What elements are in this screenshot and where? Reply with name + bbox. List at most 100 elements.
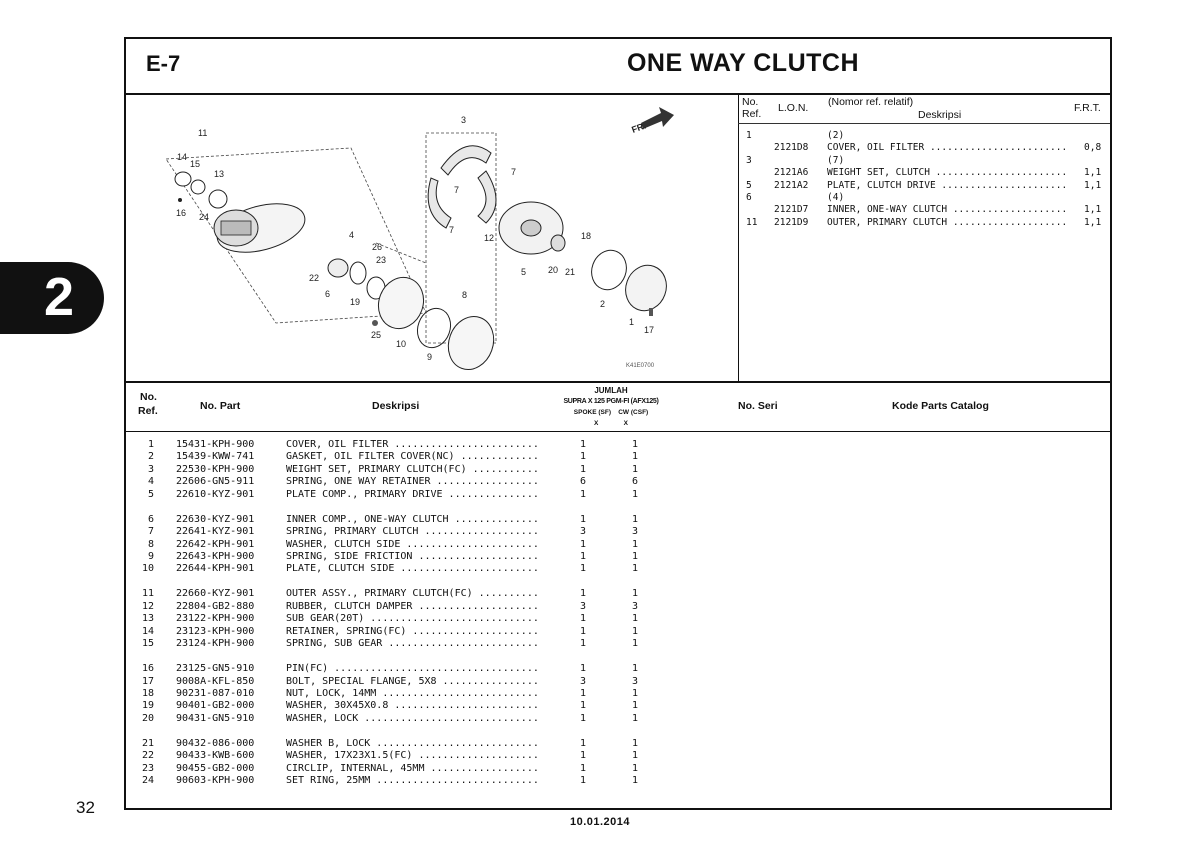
ref-number: 20 [141, 712, 154, 724]
parts-illustration: FR. 11 14 15 13 16 24 3 7 7 7 12 4 26 23… [165, 107, 674, 370]
header-seri: No. Seri [738, 400, 778, 412]
parts-table-body: 1 15431-KPH-900 COVER, OIL FILTER ........… [126, 439, 1110, 788]
callout-number: 16 [176, 208, 186, 218]
ref-number: 6 [147, 513, 154, 525]
qty-cw: 1 [631, 463, 639, 475]
qty-spoke: 1 [579, 775, 587, 787]
section-tab: 2 [0, 262, 104, 334]
callout-number: 12 [484, 233, 494, 243]
part-description: PIN(FC) ................................… [286, 663, 539, 675]
ref-number: 18 [141, 687, 154, 699]
frt-desc: OUTER, PRIMARY CLUTCH ..................… [827, 216, 1068, 228]
callout-number: 19 [350, 297, 360, 307]
section-tab-number: 2 [44, 267, 75, 327]
part-number: 90401-GB2-000 [176, 700, 255, 712]
part-description: PLATE COMP., PRIMARY DRIVE .............… [286, 488, 539, 500]
one-way-inner-icon [327, 258, 349, 278]
qty-spoke: 1 [579, 613, 587, 625]
qty-cw: 3 [631, 675, 639, 687]
ref-number: 13 [141, 613, 154, 625]
qty-cw: 1 [631, 663, 639, 675]
qty-cw: 1 [631, 488, 639, 500]
header-jumlah: JUMLAH [594, 386, 628, 395]
washer-icon [349, 261, 367, 285]
frt-row: 6(4) [738, 192, 1110, 204]
qty-spoke: 3 [579, 600, 587, 612]
part-number: 90433-KWB-600 [176, 750, 255, 762]
qty-cw: 1 [631, 737, 639, 749]
ref-number: 19 [141, 700, 154, 712]
callout-number: 8 [462, 290, 467, 300]
side-friction-spring-icon [416, 307, 452, 349]
frt-table-header: No. Ref. L.O.N. (Nomor ref. relatif) Des… [738, 93, 1110, 124]
header-x-cw: X [623, 420, 628, 427]
part-description: COVER, OIL FILTER ......................… [286, 439, 539, 450]
flange-bolt-icon [649, 308, 653, 316]
part-description: RUBBER, CLUTCH DAMPER ..................… [286, 600, 539, 612]
part-description: SPRING, SUB GEAR .......................… [286, 638, 539, 650]
qty-spoke: 1 [579, 625, 587, 637]
qty-spoke: 1 [579, 762, 587, 774]
callout-number: 13 [214, 169, 224, 179]
part-number: 22610-KYZ-901 [176, 488, 255, 500]
part-number: 15439-KWW-741 [176, 451, 255, 463]
callout-number: 26 [372, 242, 382, 252]
retainer-icon [174, 171, 192, 187]
ref-number: 7 [147, 526, 154, 538]
exploded-diagram: FR. 11 14 15 13 16 24 3 7 7 7 12 4 26 23… [126, 93, 739, 381]
ref-number: 14 [141, 625, 154, 637]
clutch-side-washer-icon [447, 316, 495, 370]
frt-desc: INNER, ONE-WAY CLUTCH ..................… [827, 204, 1068, 216]
ref-number: 12 [141, 600, 154, 612]
frt-desc: (4) [827, 191, 845, 203]
header-quantity: JUMLAH SUPRA X 125 PGM-FI (AFX125) SPOKE… [546, 385, 676, 429]
part-description: CIRCLIP, INTERNAL, 45MM ................… [286, 762, 539, 774]
frt-header-frt: F.R.T. [1074, 102, 1101, 114]
pin-icon [178, 198, 182, 202]
qty-cw: 1 [631, 439, 639, 450]
callout-number: 22 [309, 273, 319, 283]
qty-cw: 1 [631, 551, 639, 562]
part-number: 15431-KPH-900 [176, 439, 255, 450]
qty-cw: 3 [631, 600, 639, 612]
hub-spline-icon [220, 220, 252, 236]
part-number: 22660-KYZ-901 [176, 588, 255, 600]
ref-number: 4 [147, 476, 154, 488]
qty-spoke: 1 [579, 538, 587, 550]
frt-ref: 11 [746, 216, 758, 228]
frt-lon: 2121D9 [774, 216, 809, 228]
header-x-spoke: X [594, 420, 599, 427]
callout-number: 15 [190, 159, 200, 169]
frt-value: 1,1 [1084, 167, 1102, 179]
part-description: WASHER, LOCK ...........................… [286, 712, 539, 724]
header-spoke: SPOKE (SF) [573, 409, 611, 416]
part-number: 90431-GN5-910 [176, 712, 255, 724]
qty-spoke: 1 [579, 488, 587, 500]
part-description: WASHER B, LOCK .........................… [286, 737, 539, 749]
header-desc: Deskripsi [372, 400, 420, 412]
callout-number: 2 [600, 299, 605, 309]
part-description: OUTER ASSY., PRIMARY CLUTCH(FC) ........… [286, 588, 539, 600]
table-row: 1 15431-KPH-900 COVER, OIL FILTER ........… [126, 439, 1110, 451]
part-number: 22530-KPH-900 [176, 463, 255, 475]
ref-number: 16 [141, 663, 154, 675]
qty-spoke: 1 [579, 451, 587, 463]
part-number: 22630-KYZ-901 [176, 513, 255, 525]
callout-number: 11 [198, 128, 207, 138]
qty-cw: 6 [631, 476, 639, 488]
callout-number: 9 [427, 352, 432, 362]
frt-header-lon: L.O.N. [778, 102, 809, 114]
part-description: SPRING, SIDE FRICTION ..................… [286, 551, 539, 562]
lock-nut-icon [550, 234, 566, 252]
frt-value: 1,1 [1084, 179, 1102, 191]
qty-spoke: 1 [579, 700, 587, 712]
part-number: 23124-KPH-900 [176, 638, 255, 650]
part-number: 22642-KPH-901 [176, 538, 255, 550]
